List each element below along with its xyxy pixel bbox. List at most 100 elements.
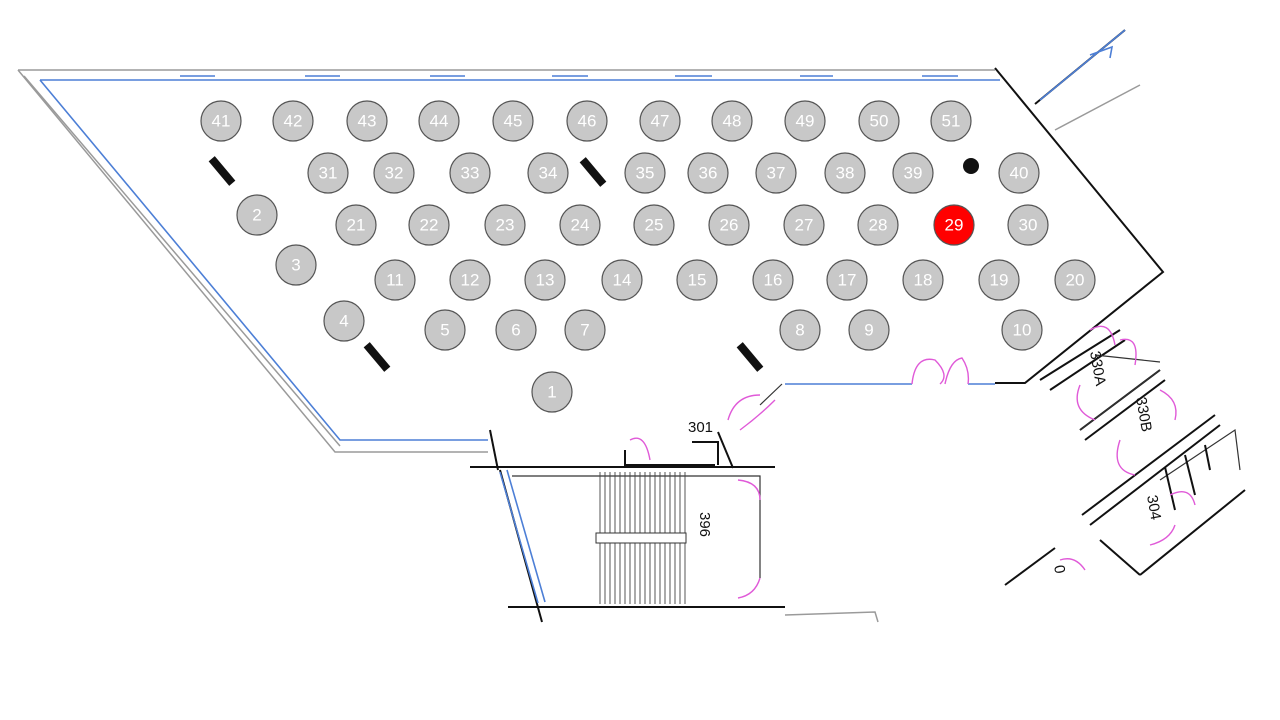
seat-circle[interactable] (424, 309, 466, 351)
seat-51[interactable]: 51 (930, 100, 972, 142)
seat-46[interactable]: 46 (566, 100, 608, 142)
seat-circle[interactable] (495, 309, 537, 351)
seat-circle[interactable] (531, 371, 573, 413)
seat-circle[interactable] (527, 152, 569, 194)
seat-circle[interactable] (783, 204, 825, 246)
seat-circle[interactable] (236, 194, 278, 236)
seat-circle[interactable] (272, 100, 314, 142)
seat-39[interactable]: 39 (892, 152, 934, 194)
seat-4[interactable]: 4 (323, 300, 365, 342)
seat-37[interactable]: 37 (755, 152, 797, 194)
seat-29[interactable]: 29 (933, 204, 975, 246)
seat-circle[interactable] (711, 100, 753, 142)
seat-27[interactable]: 27 (783, 204, 825, 246)
seat-circle[interactable] (978, 259, 1020, 301)
seat-16[interactable]: 16 (752, 259, 794, 301)
seat-2[interactable]: 2 (236, 194, 278, 236)
seat-41[interactable]: 41 (200, 100, 242, 142)
seat-45[interactable]: 45 (492, 100, 534, 142)
seat-30[interactable]: 30 (1007, 204, 1049, 246)
seat-24[interactable]: 24 (559, 204, 601, 246)
seat-circle[interactable] (373, 152, 415, 194)
seat-circle[interactable] (639, 100, 681, 142)
seat-33[interactable]: 33 (449, 152, 491, 194)
seat-43[interactable]: 43 (346, 100, 388, 142)
seat-circle[interactable] (408, 204, 450, 246)
seat-7[interactable]: 7 (564, 309, 606, 351)
seat-47[interactable]: 47 (639, 100, 681, 142)
seat-9[interactable]: 9 (848, 309, 890, 351)
seat-23[interactable]: 23 (484, 204, 526, 246)
seat-circle[interactable] (624, 152, 666, 194)
seat-circle[interactable] (1007, 204, 1049, 246)
seat-13[interactable]: 13 (524, 259, 566, 301)
seat-15[interactable]: 15 (676, 259, 718, 301)
seat-1[interactable]: 1 (531, 371, 573, 413)
seat-14[interactable]: 14 (601, 259, 643, 301)
seat-circle[interactable] (755, 152, 797, 194)
seat-11[interactable]: 11 (374, 259, 416, 301)
seat-48[interactable]: 48 (711, 100, 753, 142)
seat-circle[interactable] (784, 100, 826, 142)
seat-36[interactable]: 36 (687, 152, 729, 194)
seat-19[interactable]: 19 (978, 259, 1020, 301)
seat-circle[interactable] (335, 204, 377, 246)
seat-circle[interactable] (492, 100, 534, 142)
seat-50[interactable]: 50 (858, 100, 900, 142)
seat-circle[interactable] (307, 152, 349, 194)
seat-circle[interactable] (275, 244, 317, 286)
seat-circle[interactable] (824, 152, 866, 194)
seat-circle[interactable] (708, 204, 750, 246)
seat-circle[interactable] (323, 300, 365, 342)
seat-18[interactable]: 18 (902, 259, 944, 301)
seat-circle[interactable] (687, 152, 729, 194)
seat-17[interactable]: 17 (826, 259, 868, 301)
seat-44[interactable]: 44 (418, 100, 460, 142)
seat-circle[interactable] (826, 259, 868, 301)
seat-22[interactable]: 22 (408, 204, 450, 246)
seat-circle[interactable] (857, 204, 899, 246)
seat-circle[interactable] (998, 152, 1040, 194)
seat-circle[interactable] (346, 100, 388, 142)
seat-circle[interactable] (848, 309, 890, 351)
seat-40[interactable]: 40 (998, 152, 1040, 194)
seat-circle[interactable] (1001, 309, 1043, 351)
seat-circle[interactable] (902, 259, 944, 301)
seat-circle[interactable] (564, 309, 606, 351)
seat-31[interactable]: 31 (307, 152, 349, 194)
seat-circle[interactable] (676, 259, 718, 301)
seat-circle[interactable] (524, 259, 566, 301)
seat-25[interactable]: 25 (633, 204, 675, 246)
seat-circle[interactable] (858, 100, 900, 142)
seat-circle[interactable] (779, 309, 821, 351)
seat-circle[interactable] (484, 204, 526, 246)
seat-circle[interactable] (752, 259, 794, 301)
seat-26[interactable]: 26 (708, 204, 750, 246)
seat-circle[interactable] (559, 204, 601, 246)
seat-3[interactable]: 3 (275, 244, 317, 286)
seat-6[interactable]: 6 (495, 309, 537, 351)
seat-circle[interactable] (418, 100, 460, 142)
seat-32[interactable]: 32 (373, 152, 415, 194)
seat-10[interactable]: 10 (1001, 309, 1043, 351)
seat-42[interactable]: 42 (272, 100, 314, 142)
seat-38[interactable]: 38 (824, 152, 866, 194)
seat-circle[interactable] (1054, 259, 1096, 301)
seat-34[interactable]: 34 (527, 152, 569, 194)
seat-circle[interactable] (566, 100, 608, 142)
seat-28[interactable]: 28 (857, 204, 899, 246)
seat-5[interactable]: 5 (424, 309, 466, 351)
seat-circle[interactable] (892, 152, 934, 194)
seat-49[interactable]: 49 (784, 100, 826, 142)
seat-8[interactable]: 8 (779, 309, 821, 351)
seat-circle[interactable] (449, 152, 491, 194)
seat-21[interactable]: 21 (335, 204, 377, 246)
seat-circle[interactable] (374, 259, 416, 301)
seat-20[interactable]: 20 (1054, 259, 1096, 301)
seat-circle[interactable] (601, 259, 643, 301)
seat-circle[interactable] (200, 100, 242, 142)
seat-circle[interactable] (930, 100, 972, 142)
seat-circle[interactable] (449, 259, 491, 301)
seat-12[interactable]: 12 (449, 259, 491, 301)
seat-circle[interactable] (933, 204, 975, 246)
